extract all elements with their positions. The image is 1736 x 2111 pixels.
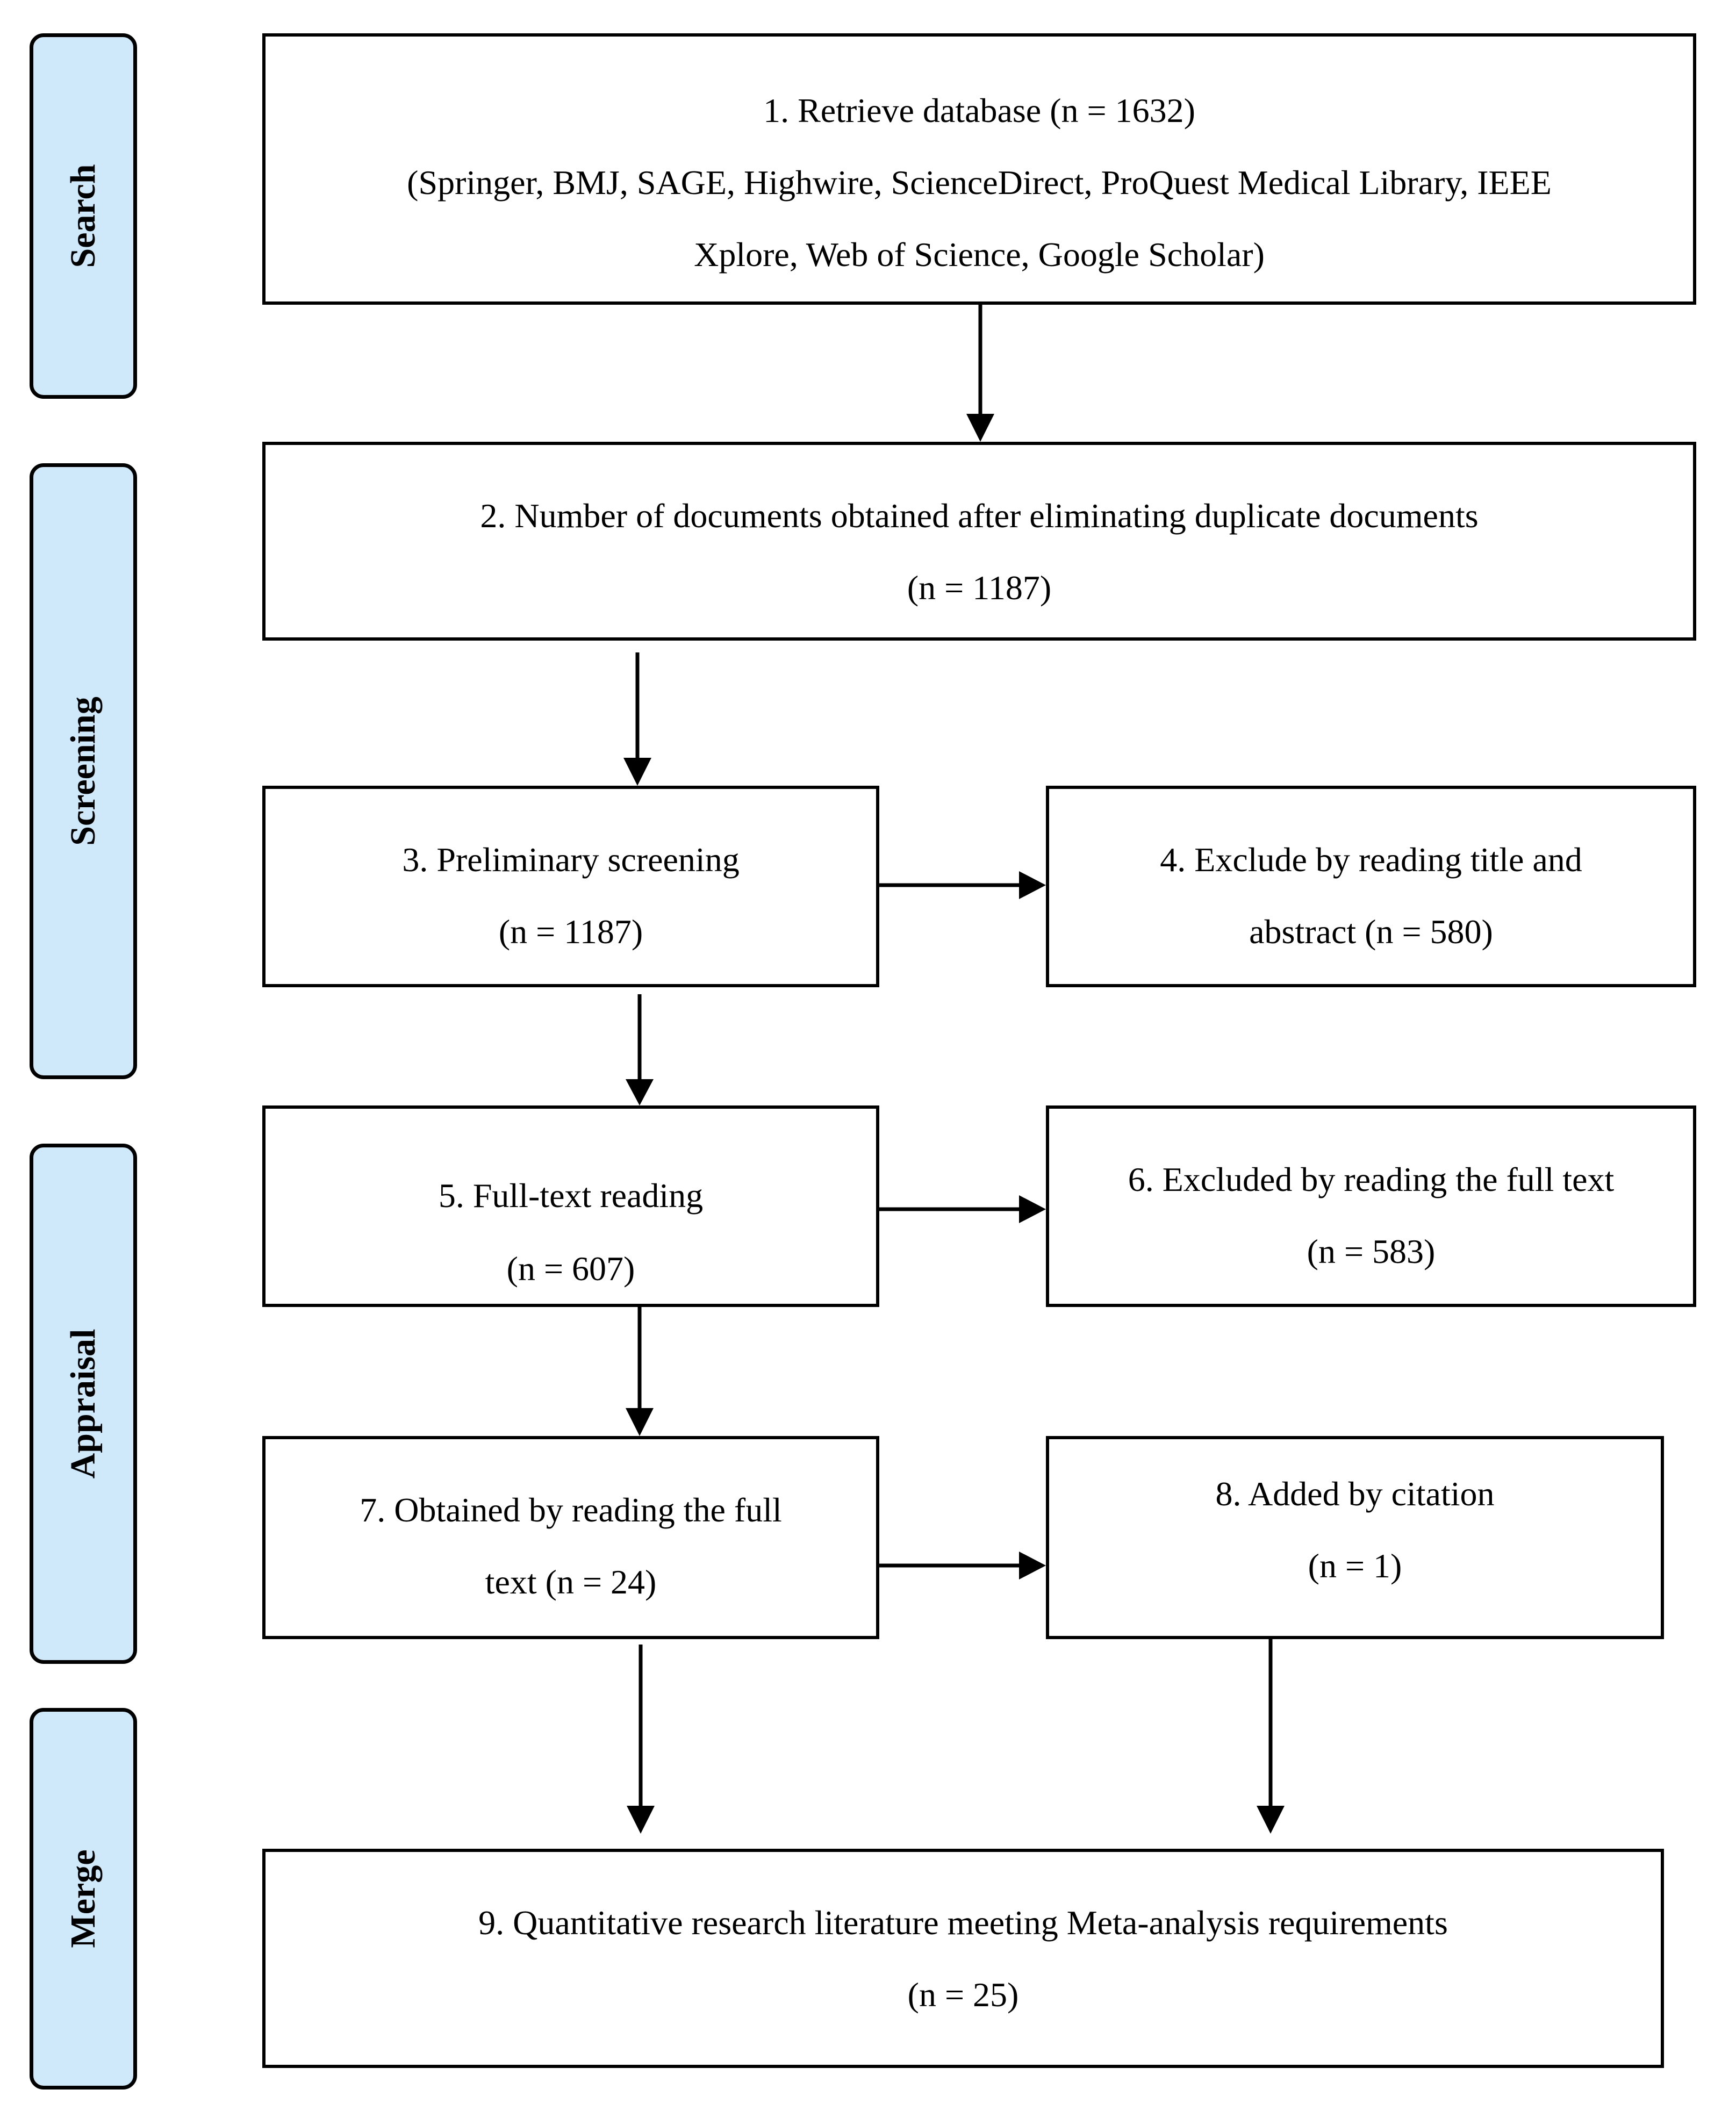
arrowhead-7-to-9 xyxy=(627,1806,655,1834)
phase-appraisal: Appraisal xyxy=(30,1144,137,1664)
arrowhead-5-to-6 xyxy=(1019,1195,1046,1223)
box-meta-analysis-literature: 9. Quantitative research literature meet… xyxy=(262,1849,1664,2068)
phase-screening: Screening xyxy=(30,463,137,1079)
arrowhead-1-to-2 xyxy=(966,414,994,442)
box-2-line-1: 2. Number of documents obtained after el… xyxy=(480,497,1479,535)
box-excluded-title-abstract: 4. Exclude by reading title and abstract… xyxy=(1046,786,1696,987)
box-deduplicated: 2. Number of documents obtained after el… xyxy=(262,442,1696,641)
arrowhead-7-to-8 xyxy=(1019,1552,1046,1579)
box-6-line-1: 6. Excluded by reading the full text xyxy=(1128,1160,1615,1198)
box-4-line-2: abstract (n = 580) xyxy=(1249,913,1493,951)
box-preliminary-screening: 3. Preliminary screening (n = 1187) xyxy=(262,786,879,987)
box-2-line-2: (n = 1187) xyxy=(907,569,1052,607)
box-obtained-full-text: 7. Obtained by reading the full text (n … xyxy=(262,1436,879,1639)
box-1-line-2: (Springer, BMJ, SAGE, Highwire, ScienceD… xyxy=(407,163,1552,202)
box-9-line-1: 9. Quantitative research literature meet… xyxy=(478,1904,1448,1942)
arrowhead-8-to-9 xyxy=(1257,1806,1285,1834)
box-9-line-2: (n = 25) xyxy=(907,1976,1019,2014)
box-5-line-1: 5. Full-text reading xyxy=(438,1176,704,1215)
box-excluded-full-text: 6. Excluded by reading the full text (n … xyxy=(1046,1105,1696,1307)
box-8-line-1: 8. Added by citation xyxy=(1215,1475,1495,1513)
box-5-line-2: (n = 607) xyxy=(506,1250,635,1288)
arrowhead-3-to-5 xyxy=(626,1079,654,1105)
box-7-line-2: text (n = 24) xyxy=(485,1563,657,1601)
arrowhead-3-to-4 xyxy=(1019,871,1046,899)
box-4-line-1: 4. Exclude by reading title and xyxy=(1160,841,1582,879)
box-full-text-reading: 5. Full-text reading (n = 607) xyxy=(262,1105,879,1307)
phase-merge: Merge xyxy=(30,1708,137,2090)
box-6-line-2: (n = 583) xyxy=(1307,1232,1436,1270)
box-added-by-citation: 8. Added by citation (n = 1) xyxy=(1046,1436,1664,1639)
box-retrieve-database: 1. Retrieve database (n = 1632) (Springe… xyxy=(262,33,1696,305)
box-1-line-1: 1. Retrieve database (n = 1632) xyxy=(763,91,1195,130)
phase-search: Search xyxy=(30,33,137,399)
box-7-line-1: 7. Obtained by reading the full xyxy=(360,1491,782,1529)
arrowhead-5-to-7 xyxy=(626,1408,654,1436)
box-8-line-2: (n = 1) xyxy=(1308,1547,1402,1585)
box-3-line-1: 3. Preliminary screening xyxy=(402,841,740,879)
box-1-line-3: Xplore, Web of Science, Google Scholar) xyxy=(694,235,1265,274)
arrowhead-2-to-3 xyxy=(623,758,651,786)
box-3-line-2: (n = 1187) xyxy=(498,913,643,951)
